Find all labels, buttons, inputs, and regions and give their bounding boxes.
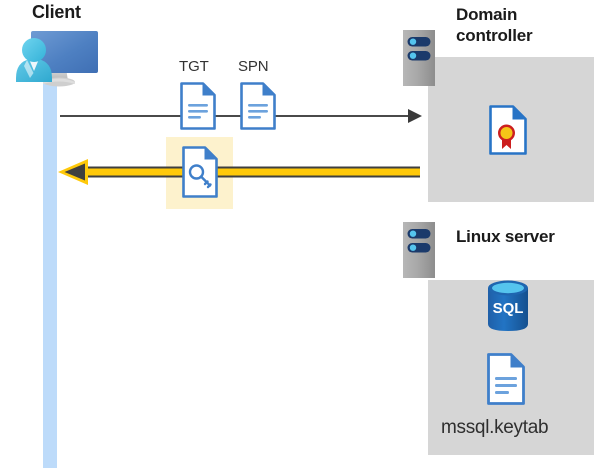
- client-lifeline: [43, 72, 57, 468]
- domain-controller-title: Domain controller: [456, 4, 596, 46]
- sql-database-label: SQL: [493, 300, 524, 317]
- spn-label: SPN: [238, 58, 269, 75]
- domain-controller-title-line2: controller: [456, 26, 533, 45]
- domain-controller-server-icon: [403, 30, 435, 86]
- tgt-label: TGT: [179, 58, 209, 75]
- response-arrow: [58, 158, 420, 186]
- linux-server-title: Linux server: [456, 227, 555, 246]
- client-icon: [8, 26, 108, 96]
- linux-server-icon: [403, 222, 435, 278]
- keytab-filename-label: mssql.keytab: [441, 417, 549, 438]
- spn-document-icon: [240, 82, 276, 130]
- tgt-document-icon: [180, 82, 216, 130]
- request-arrow: [60, 106, 422, 126]
- certificate-document-icon: [489, 105, 527, 155]
- ticket-key-document-icon: [182, 146, 218, 198]
- client-title: Client: [32, 2, 81, 22]
- keytab-document-icon: [487, 353, 525, 405]
- sql-database-icon: SQL: [484, 279, 532, 333]
- domain-controller-title-line1: Domain: [456, 5, 518, 24]
